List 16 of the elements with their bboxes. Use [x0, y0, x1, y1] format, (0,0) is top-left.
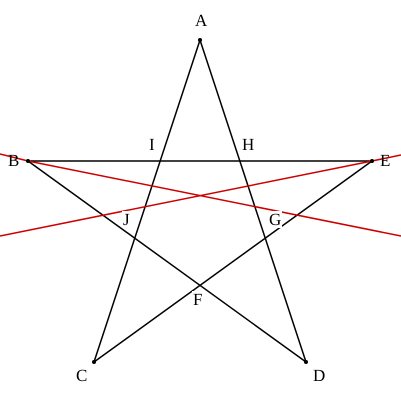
vertex: [193, 12, 207, 42]
point-label: H: [241, 136, 256, 153]
point-label: G: [268, 211, 282, 228]
star-line: [199, 40, 307, 362]
point-label: F: [192, 291, 204, 308]
point-label: D: [313, 367, 326, 384]
vertex: [76, 360, 96, 384]
point-label: I: [148, 136, 156, 153]
vertex: [304, 360, 324, 384]
point-label: A: [195, 12, 208, 29]
star-line: [28, 160, 306, 363]
star-line: [28, 160, 372, 162]
star-line: [94, 160, 372, 363]
point-label: C: [76, 367, 88, 384]
point-label: J: [122, 211, 131, 228]
star-line: [93, 40, 201, 362]
